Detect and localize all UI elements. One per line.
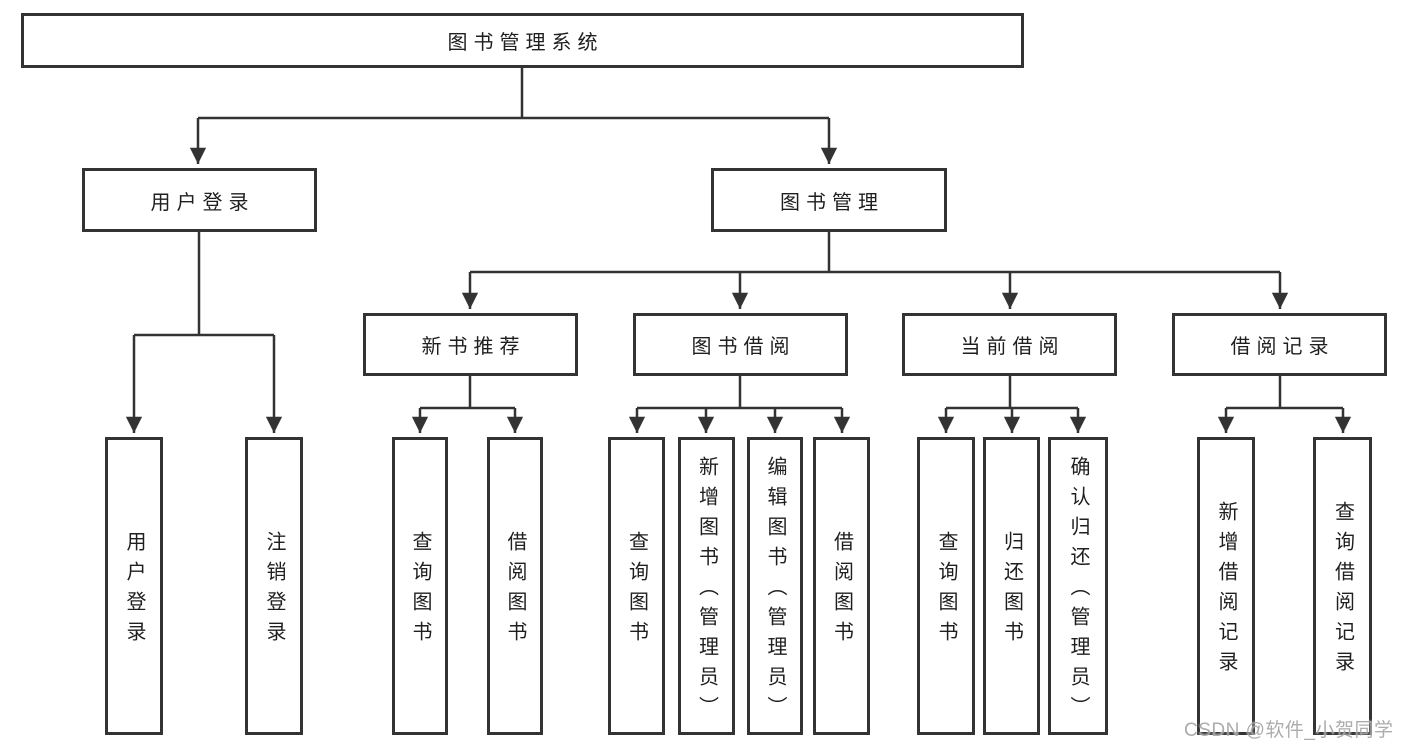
node-current-borrowing: 当前借阅 [902,313,1117,376]
node-book-management: 图书管理 [711,168,947,232]
leaf-return-books: 归还图书 [983,437,1040,735]
leaf-query-books-recommend: 查询图书 [392,437,448,735]
csdn-watermark: CSDN @软件_小贺同学 [1184,720,1394,741]
leaf-edit-book-admin: 编辑图书（管理员） [747,437,803,735]
node-borrowing-records: 借阅记录 [1172,313,1387,376]
node-book-borrowing: 图书借阅 [633,313,848,376]
leaf-query-books-borrowing: 查询图书 [608,437,665,735]
leaf-add-book-admin: 新增图书（管理员） [678,437,735,735]
node-user-login: 用户登录 [82,168,317,232]
leaf-borrow-books-recommend: 借阅图书 [487,437,543,735]
leaf-confirm-return-admin: 确认归还（管理员） [1048,437,1108,735]
node-library-management-system: 图书管理系统 [21,13,1024,68]
node-new-book-recommend: 新书推荐 [363,313,578,376]
leaf-add-borrow-record: 新增借阅记录 [1197,437,1255,735]
leaf-borrow-books: 借阅图书 [813,437,870,735]
leaf-query-books-current: 查询图书 [917,437,975,735]
leaf-logout: 注销登录 [245,437,303,735]
leaf-user-login: 用户登录 [105,437,163,735]
leaf-query-borrow-record: 查询借阅记录 [1313,437,1372,735]
